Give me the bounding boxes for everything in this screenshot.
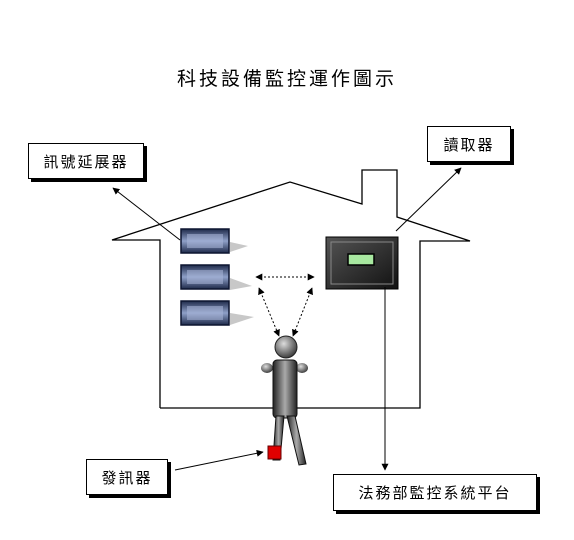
house-outline [111,169,471,409]
ankle-transmitter-icon [267,445,282,460]
label-arrows [112,167,462,471]
person-icon [261,335,308,466]
signal-links [255,273,315,337]
label-monitoring-platform: 法務部監控系統平台 [333,474,537,511]
extender-device-icon [180,264,252,290]
label-signal-extender: 訊號延展器 [28,143,144,179]
extender-device-icon [180,300,254,326]
diagram-title: 科技設備監控運作圖示 [176,68,397,90]
extender-device-icon [180,228,248,254]
label-reader: 讀取器 [427,126,511,162]
reader-device-icon [325,236,399,290]
label-transmitter: 發訊器 [86,459,168,495]
